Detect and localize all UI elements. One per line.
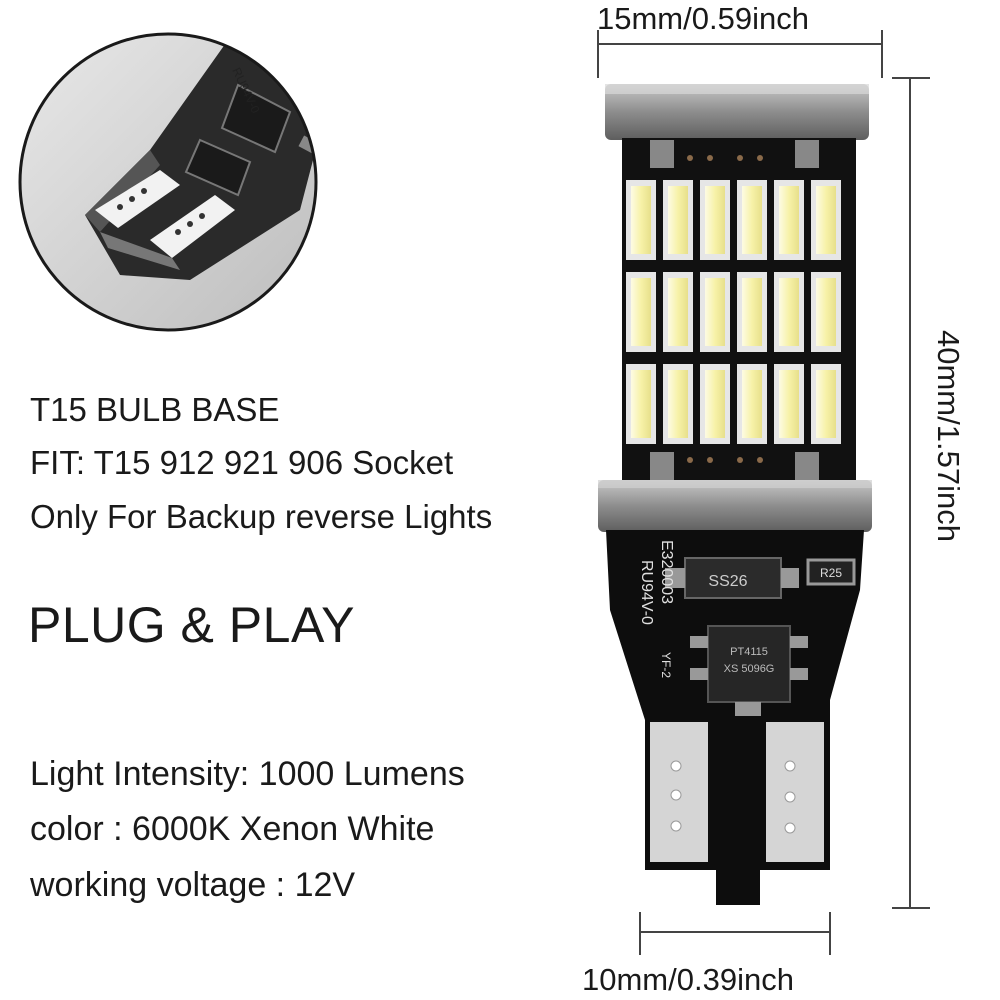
- led-chip: [779, 186, 799, 254]
- led-bulb: [598, 84, 872, 905]
- led-chip: [668, 370, 688, 438]
- led-chip: [668, 186, 688, 254]
- mid-heatsink: [598, 480, 872, 532]
- led-chip: [631, 186, 651, 254]
- dimension-lines: [597, 30, 930, 955]
- contact-pad-right: [766, 722, 824, 862]
- led-chip: [631, 278, 651, 346]
- voltage-line: working voltage : 12V: [30, 866, 356, 904]
- led-chip: [631, 370, 651, 438]
- inset-contact-left: [95, 170, 180, 228]
- height-label: 40mm/1.57inch: [931, 330, 966, 542]
- diode-label: SS26: [708, 573, 747, 590]
- led-chip: [816, 278, 836, 346]
- led-chip: [816, 186, 836, 254]
- led-chip: [668, 278, 688, 346]
- inset-chip: [220, 83, 292, 154]
- driver-ic: [707, 625, 791, 703]
- resistor-label: R25: [820, 566, 842, 580]
- top-width-label: 15mm/0.59inch: [597, 1, 809, 36]
- resistor-chip: [806, 558, 856, 586]
- led-chip: [779, 370, 799, 438]
- top-heatsink: [605, 84, 869, 140]
- light-intensity: Light Intensity: 1000 Lumens: [30, 755, 465, 793]
- plug-and-play-tagline: PLUG & PLAY: [28, 597, 355, 653]
- led-chip: [705, 186, 725, 254]
- ic-label-2: XS 5096G: [724, 663, 775, 675]
- pcb-code-1: E320003: [658, 540, 675, 604]
- led-chip: [742, 370, 762, 438]
- ic-label-1: PT4115: [730, 646, 768, 658]
- led-grid: [626, 180, 841, 444]
- led-chip: [742, 278, 762, 346]
- inset-contact-right: [150, 195, 235, 258]
- fit-line: FIT: T15 912 921 906 Socket: [30, 444, 454, 481]
- usage-line: Only For Backup reverse Lights: [30, 498, 493, 535]
- base-width-label: 10mm/0.39inch: [582, 962, 794, 997]
- pcb-code-3: YF-2: [659, 652, 673, 678]
- inset-border: [18, 32, 318, 332]
- led-chip: [742, 186, 762, 254]
- color-line: color : 6000K Xenon White: [30, 810, 435, 848]
- solder-tab: [650, 140, 674, 168]
- bulb-base-title: T15 BULB BASE: [30, 391, 280, 428]
- pcb-code-2: RU94V-0: [638, 560, 655, 625]
- led-chip: [705, 370, 725, 438]
- inset-magnifier: [18, 32, 318, 332]
- led-chip: [705, 278, 725, 346]
- led-chip: [779, 278, 799, 346]
- led-chip: [816, 370, 836, 438]
